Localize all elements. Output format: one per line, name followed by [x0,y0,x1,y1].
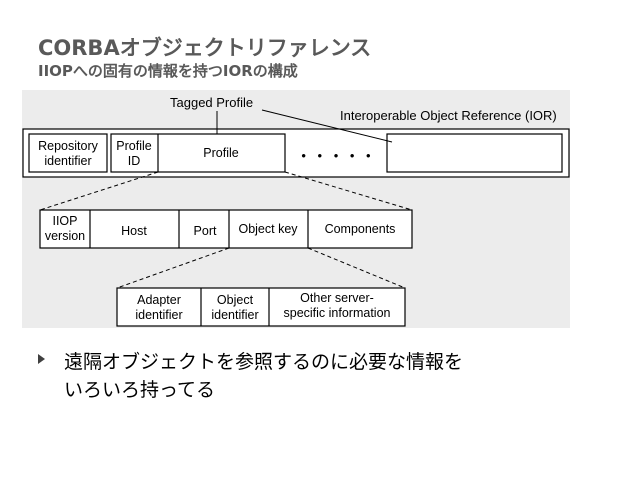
bullet-line-2: いろいろ持ってる [64,379,216,401]
expand-line-right-1 [284,171,413,211]
port-label: Port [194,224,217,238]
bullet-list: 遠隔オブジェクトを参照するのに必要な情報を いろいろ持ってる [38,348,598,404]
profile-label: Profile [203,146,238,160]
repository-id-box [28,133,108,173]
object-key-detail-box [116,287,406,327]
iiop-label-1: IIOP [52,214,77,228]
slide-subtitle: IIOPへの固有の情報を持つIORの構成 [38,62,298,80]
profile-id-label-2: ID [128,154,141,168]
iiop-label-2: version [45,229,85,243]
other-info-label-2: specific information [284,306,391,320]
adapter-label-2: identifier [135,308,182,322]
object-key-label: Object key [238,222,298,236]
adapter-label-1: Adapter [137,293,181,307]
expand-line-left-2 [116,247,230,289]
host-label: Host [121,224,147,238]
bullet-line-1: 遠隔オブジェクトを参照するのに必要な情報を [64,351,464,373]
expand-line-left-1 [39,171,159,211]
components-label: Components [325,222,396,236]
ior-label: Interoperable Object Reference (IOR) [340,108,557,123]
profile-detail-box [39,209,413,249]
last-profile-box [386,133,563,173]
ior-pointer [261,109,393,143]
bullet-item: 遠隔オブジェクトを参照するのに必要な情報を いろいろ持ってる [64,348,598,404]
object-id-label-1: Object [217,293,254,307]
ellipsis-dots: • • • • • [301,148,374,163]
ior-diagram: Tagged Profile Interoperable Object Refe… [22,90,570,328]
tagged-profile-label: Tagged Profile [170,95,253,110]
tagged-profile-box [110,133,286,173]
expand-line-right-2 [307,247,406,289]
profile-id-label-1: Profile [116,139,151,153]
repository-label-1: Repository [38,139,98,153]
slide-title: CORBAオブジェクトリファレンス [38,36,372,60]
object-id-label-2: identifier [211,308,258,322]
repository-label-2: identifier [44,154,91,168]
ior-diagram-svg: Tagged Profile Interoperable Object Refe… [22,95,570,327]
other-info-label-1: Other server- [300,291,374,305]
bullet-arrow-icon [38,354,45,364]
